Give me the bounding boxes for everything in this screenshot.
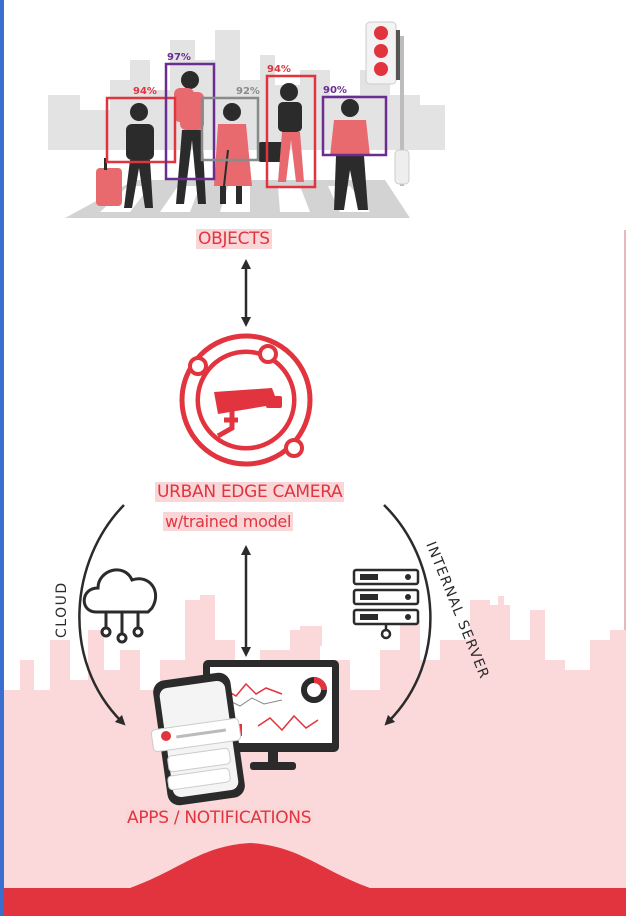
objects-label: OBJECTS	[196, 229, 272, 249]
confidence-label: 94%	[267, 64, 291, 75]
left-edge-line	[0, 0, 4, 916]
city-skyline-background	[4, 595, 626, 916]
flow-arrows	[78, 259, 432, 726]
detection-boxes: 94% 97% 92% 94% 90%	[105, 52, 388, 189]
smartphone-icon	[150, 672, 245, 806]
traffic-light	[365, 21, 410, 186]
pedestrians-illustration	[96, 71, 370, 210]
confidence-label: 97%	[167, 52, 191, 63]
server-arrow	[383, 504, 432, 726]
right-edge-line	[624, 230, 626, 630]
camera-icon	[179, 333, 313, 467]
confidence-label: 92%	[236, 86, 260, 97]
confidence-label: 90%	[323, 85, 347, 96]
trained-model-label: w/trained model	[163, 512, 294, 531]
detection-box	[265, 74, 317, 189]
confidence-label: 94%	[133, 86, 157, 97]
detection-box	[321, 95, 388, 157]
urban-edge-camera-label: URBAN EDGE CAMERA	[155, 482, 345, 502]
cloud-arrow	[78, 504, 126, 726]
apps-notifications-label: APPS / NOTIFICATIONS	[125, 808, 314, 828]
cloud-icon	[82, 568, 158, 644]
detection-box	[200, 96, 260, 162]
server-rack-icon	[352, 568, 420, 640]
bottom-base-bar	[4, 843, 626, 916]
detection-box	[105, 96, 177, 164]
cloud-label: CLOUD	[54, 581, 70, 638]
detection-box	[164, 62, 216, 181]
